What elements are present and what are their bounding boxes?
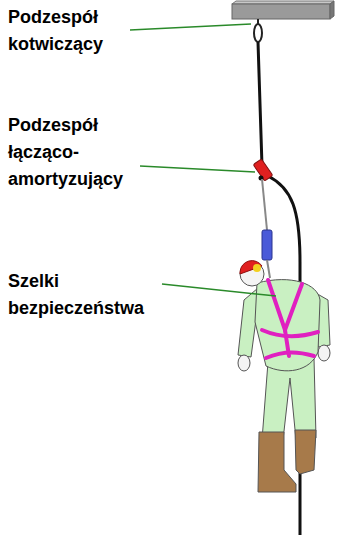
leader-lines: [130, 24, 276, 296]
rope-grab: [253, 159, 273, 181]
leader-line: [130, 24, 251, 30]
leader-line: [162, 284, 276, 296]
anchor-ring: [254, 19, 262, 42]
shock-absorber: [262, 230, 272, 260]
harness-straps: [262, 280, 318, 358]
lanyard: [262, 179, 267, 230]
lanyard: [267, 260, 270, 278]
part-label: Szelki bezpieczeństwa: [8, 268, 158, 322]
leader-line: [140, 166, 255, 172]
part-label: Podzespół kotwiczący: [8, 4, 126, 58]
worker-figure: [238, 261, 330, 492]
anchor-beam: [232, 1, 334, 19]
part-label: Podzespół łącząco-amortyzujący: [8, 112, 136, 193]
